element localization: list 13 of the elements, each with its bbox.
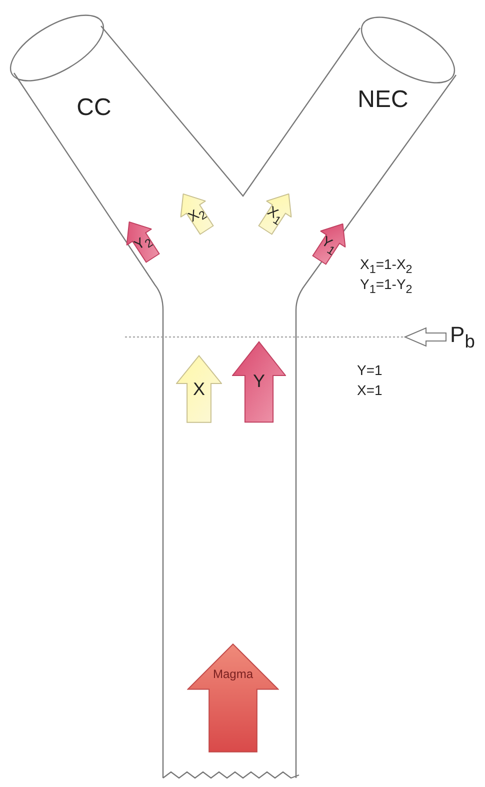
equation: Y$_{1}$=1-Y$_{2}$ <box>360 276 412 296</box>
block-arrow <box>176 355 222 423</box>
block-arrow <box>232 341 286 423</box>
arrow-label: X <box>192 379 206 400</box>
arrow-label: Magma <box>212 667 254 681</box>
arrow-label: Y <box>252 371 266 392</box>
equation: X=1 <box>357 382 382 398</box>
pressure-label: P$_{b}$ <box>450 322 475 352</box>
equation: X$_{1}$=1-X$_{2}$ <box>360 256 412 276</box>
equation: Y=1 <box>357 362 382 378</box>
branch-label: CC <box>76 94 112 122</box>
branch-label: NEC <box>356 86 410 114</box>
block-arrow <box>187 643 279 753</box>
